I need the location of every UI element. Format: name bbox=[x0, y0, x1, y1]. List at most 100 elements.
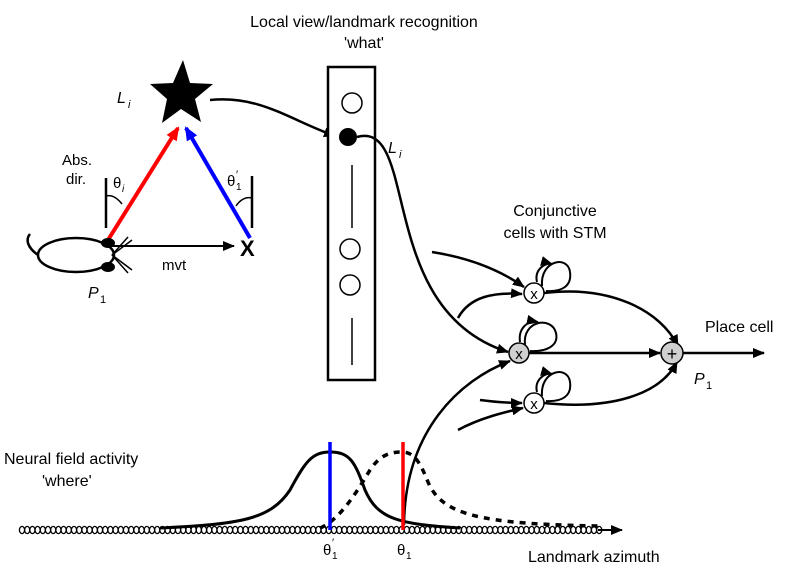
product-bottom-recurrent bbox=[540, 371, 572, 403]
neuron-unit bbox=[382, 525, 390, 535]
product-top-recurrent bbox=[540, 261, 572, 293]
neuron-unit bbox=[372, 525, 379, 535]
title-what: 'what' bbox=[344, 35, 384, 52]
product-bottom-input-2 bbox=[457, 405, 524, 432]
neuron-unit bbox=[86, 525, 93, 535]
solid-activity-bump bbox=[159, 450, 461, 530]
neuron-unit bbox=[346, 525, 353, 535]
neural-field-output-path bbox=[402, 359, 511, 526]
column-landmark-label: L bbox=[388, 140, 397, 157]
neuron-unit bbox=[559, 525, 567, 535]
neuron-unit bbox=[476, 525, 483, 535]
column-landmark-sub: i bbox=[399, 149, 402, 161]
neuron-unit bbox=[107, 525, 114, 535]
neuron-unit bbox=[268, 525, 275, 535]
neuron-unit bbox=[216, 525, 223, 535]
neuron-unit bbox=[257, 525, 265, 535]
neuron-unit bbox=[75, 525, 83, 535]
neuron-unit bbox=[517, 525, 525, 535]
neuron-unit bbox=[195, 525, 203, 535]
neuron-unit bbox=[491, 525, 499, 535]
neuron-unit bbox=[569, 525, 577, 535]
column-unit-3 bbox=[339, 274, 361, 296]
neural-field-label-2: 'where' bbox=[42, 473, 92, 490]
neuron-unit bbox=[153, 525, 161, 535]
landmark-label-sub: i bbox=[128, 99, 131, 111]
neuron-unit bbox=[575, 525, 582, 535]
neuron-unit bbox=[81, 525, 88, 535]
place-p1-sub: 1 bbox=[706, 380, 712, 392]
p1-label-sub: 1 bbox=[100, 294, 106, 306]
neuron-unit bbox=[133, 525, 140, 535]
neuron-unit bbox=[465, 525, 473, 535]
product-top-input-1 bbox=[431, 250, 525, 289]
neuron-unit bbox=[65, 525, 73, 535]
neuron-unit bbox=[44, 525, 52, 535]
neuron-unit bbox=[294, 525, 301, 535]
neuron-unit bbox=[528, 525, 535, 535]
neuron-unit bbox=[523, 525, 530, 535]
neuron-unit bbox=[278, 525, 286, 535]
neuron-unit bbox=[580, 525, 587, 535]
product-top-mark: x bbox=[530, 286, 538, 303]
product-bottom-recurrent-arrow bbox=[535, 366, 553, 393]
neuron-unit bbox=[226, 525, 234, 535]
neuron-unit bbox=[419, 525, 426, 535]
axis-theta-prime-mark: ′ bbox=[332, 537, 334, 549]
neuron-unit bbox=[117, 525, 125, 535]
product-top-input-2 bbox=[456, 288, 523, 319]
neuron-unit bbox=[351, 525, 359, 535]
neuron-unit bbox=[377, 525, 385, 535]
product-middle-mark: x bbox=[515, 346, 523, 363]
neuron-unit bbox=[533, 525, 541, 535]
neuron-unit bbox=[304, 525, 312, 535]
neuron-unit bbox=[211, 525, 218, 535]
neuron-unit bbox=[408, 525, 416, 535]
axis-theta-sub: 1 bbox=[406, 551, 412, 562]
product-top-recurrent-arrow bbox=[535, 256, 553, 283]
neuron-unit bbox=[34, 525, 41, 535]
neuron-unit bbox=[91, 525, 99, 535]
neuron-unit bbox=[309, 525, 317, 535]
neuron-unit bbox=[29, 525, 36, 535]
neuron-unit bbox=[112, 525, 119, 535]
place-cell-sum-mark: + bbox=[667, 344, 678, 364]
neuron-unit bbox=[247, 525, 255, 535]
conjunctive-label: Conjunctive bbox=[513, 203, 597, 220]
neuron-unit bbox=[55, 525, 62, 535]
product-top-output bbox=[543, 290, 680, 347]
neuron-unit bbox=[512, 525, 520, 535]
neuron-unit bbox=[101, 525, 109, 535]
agent-rat-icon bbox=[26, 233, 133, 274]
p1-label: P bbox=[88, 285, 99, 302]
neuron-unit bbox=[263, 525, 270, 535]
theta-i-label: θ bbox=[113, 175, 121, 192]
place-p1-label: P bbox=[694, 371, 705, 388]
blue-direction-vector bbox=[184, 126, 252, 240]
neuron-unit bbox=[497, 525, 504, 535]
neuron-unit bbox=[330, 525, 338, 535]
neural-field-neurons bbox=[18, 525, 603, 535]
neuron-unit bbox=[96, 525, 104, 535]
landmark-output-path bbox=[356, 134, 509, 354]
landmark-label: L bbox=[117, 90, 126, 107]
neural-field-label: Neural field activity bbox=[4, 451, 138, 468]
landmark-azimuth-label: Landmark azimuth bbox=[528, 549, 660, 566]
axis-theta-prime: θ bbox=[323, 542, 331, 559]
neuron-unit bbox=[289, 525, 296, 535]
column-unit-2 bbox=[339, 238, 361, 260]
neuron-unit bbox=[424, 525, 431, 535]
product-middle-recurrent-arrow bbox=[518, 314, 539, 343]
neuron-unit bbox=[252, 525, 260, 535]
neuron-unit bbox=[393, 525, 400, 535]
neuron-unit bbox=[356, 525, 364, 535]
theta-i-sub: i bbox=[122, 184, 125, 195]
axis-theta: θ bbox=[397, 542, 405, 559]
neuron-unit bbox=[148, 525, 156, 535]
neuron-unit bbox=[507, 525, 515, 535]
neuron-unit bbox=[70, 525, 78, 535]
neuron-unit bbox=[122, 525, 130, 535]
neuron-unit bbox=[585, 525, 593, 535]
